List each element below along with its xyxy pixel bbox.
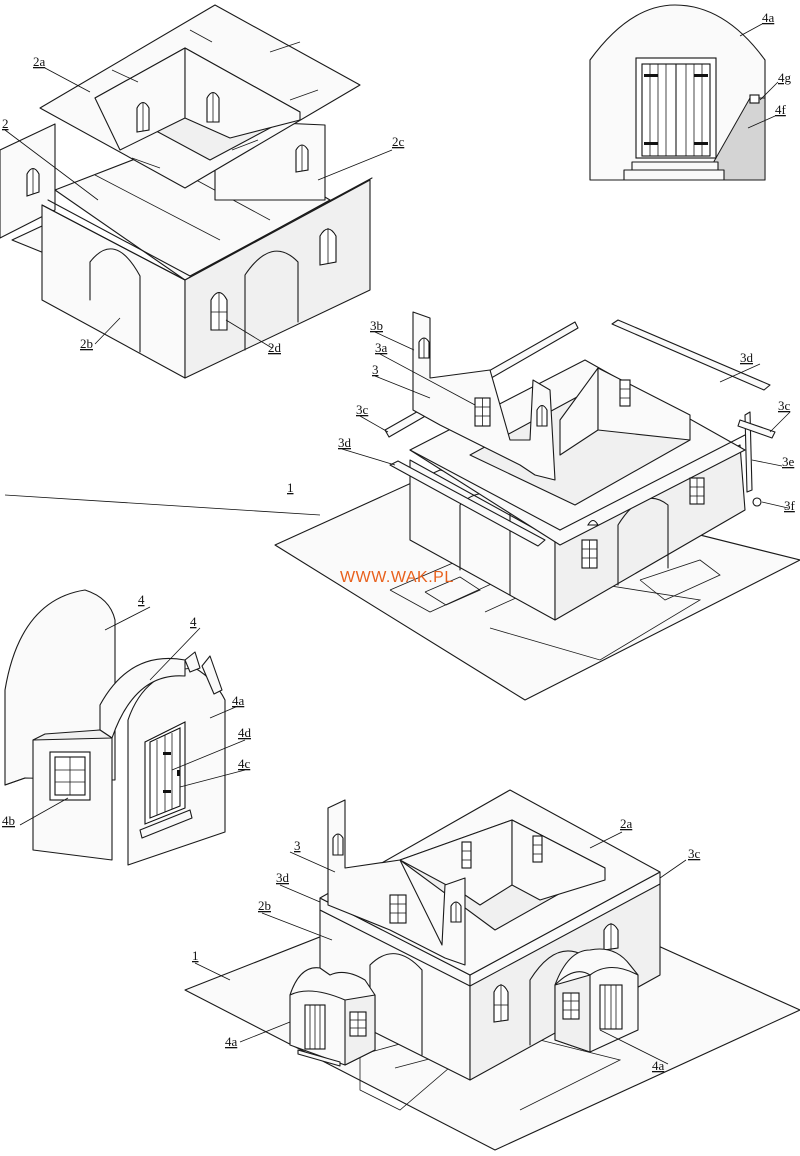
window-2d [210, 291, 228, 331]
mid-window-3b [418, 337, 430, 359]
final-window-gable-3 [450, 901, 462, 923]
label-2a-bottom: 2a [620, 816, 633, 831]
mid-window-inner [619, 379, 631, 407]
door-detail [589, 4, 766, 181]
window-inner-1 [136, 101, 150, 133]
label-3c-left: 3c [356, 402, 369, 417]
label-4c: 4c [238, 756, 251, 771]
label-4-left: 4 [138, 592, 145, 607]
label-1-mid: 1 [287, 480, 294, 495]
front-right-wall [184, 179, 371, 379]
final-gable-3 [327, 799, 466, 966]
final-window-inner [461, 841, 472, 869]
mid-window-arched [587, 519, 599, 526]
part-labels: 2a 2 2c 2b 2d 4a 4g 4f 3b 3a 3 3c 3d 1 3… [2, 10, 796, 1073]
mid-window-3 [581, 539, 598, 569]
label-1-bottom: 1 [192, 948, 199, 963]
label-2b-bottom: 2b [258, 898, 271, 913]
door-handle-4d [177, 770, 180, 776]
porch-assembly [4, 589, 226, 866]
bracket-4g [749, 94, 760, 104]
label-3-bottom: 3 [294, 838, 301, 853]
label-4a-bottom-right: 4a [652, 1058, 665, 1073]
label-2d: 2d [268, 340, 282, 355]
final-window-side [493, 984, 509, 1023]
cornice-3d-left [389, 460, 546, 547]
label-3c-bottom: 3c [688, 846, 701, 861]
door-step-lower [623, 169, 725, 181]
label-3c-right: 3c [778, 398, 791, 413]
final-porch-left [289, 967, 376, 1067]
label-2a-top: 2a [33, 54, 46, 69]
window-side [319, 228, 337, 266]
final-assembly [184, 789, 800, 1151]
porch-window-4b [49, 751, 91, 801]
final-porch-right [554, 948, 639, 1053]
mid-window-gable-arch [536, 404, 548, 427]
mid-window-3a [474, 397, 491, 427]
label-3d-right: 3d [740, 350, 754, 365]
label-3a: 3a [375, 340, 388, 355]
label-4a-top: 4a [762, 10, 775, 25]
label-4a-mid: 4a [232, 693, 245, 708]
final-archway [369, 953, 423, 1056]
label-2b-top: 2b [80, 336, 93, 351]
final-window-inner-2 [532, 835, 543, 863]
exploded-building [0, 4, 373, 379]
window-rear [295, 144, 309, 173]
label-4f: 4f [775, 102, 787, 117]
downpipe-3e [744, 411, 753, 493]
label-4a-bottom-left: 4a [225, 1034, 238, 1049]
label-2c: 2c [392, 134, 405, 149]
label-4b: 4b [2, 813, 15, 828]
final-window-side-2 [603, 923, 619, 951]
label-4d: 4d [238, 725, 252, 740]
gable-parapet-3 [412, 311, 556, 481]
final-window-gable-2 [389, 894, 407, 924]
fitting-3f [752, 497, 762, 507]
mid-window-4 [689, 477, 705, 505]
window-left-panel [26, 167, 40, 197]
side-archway [244, 250, 299, 351]
label-3e: 3e [782, 454, 795, 469]
watermark: WWW.WAK.PL [340, 569, 454, 586]
cornice-3c-right [737, 419, 776, 439]
label-3d-left: 3d [338, 435, 352, 450]
label-3-mid: 3 [372, 362, 379, 377]
front-archway [89, 248, 141, 353]
label-3d-bottom: 3d [276, 870, 290, 885]
cornice-3d-right [611, 319, 771, 391]
leader-lines [4, 23, 791, 1065]
label-3f: 3f [784, 498, 796, 513]
label-4g: 4g [778, 70, 792, 85]
porch-door-4c [144, 721, 186, 825]
porch-roof-arc [99, 657, 186, 741]
label-4-mid: 4 [190, 614, 197, 629]
window-inner-2 [206, 91, 220, 123]
door-step-upper [631, 161, 719, 171]
mid-assembly [274, 311, 800, 701]
final-window-gable-1 [332, 833, 344, 856]
label-3b: 3b [370, 318, 383, 333]
label-2: 2 [2, 116, 9, 131]
